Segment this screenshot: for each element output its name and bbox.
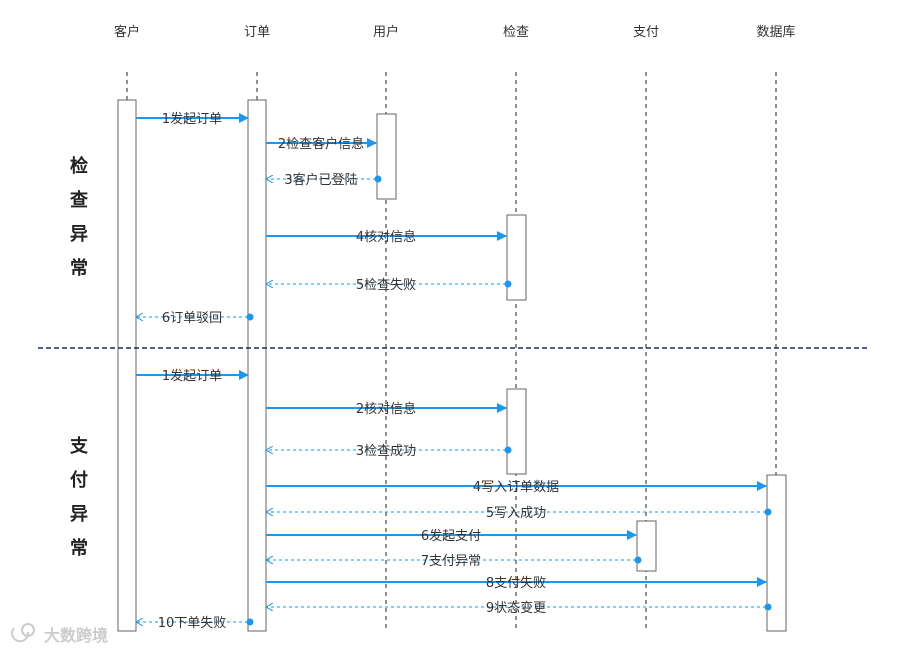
message-label: 1发起订单 <box>162 368 222 384</box>
activation-order <box>247 99 267 632</box>
section-label-check-exception: 检 查 异 常 <box>70 155 88 279</box>
section-char: 付 <box>70 469 88 491</box>
message-1: 1发起订单 <box>136 111 249 127</box>
message-6: 6订单驳回 <box>136 311 254 326</box>
message-label: 9状态变更 <box>486 600 546 616</box>
message-label: 6订单驳回 <box>162 311 222 326</box>
message-start-dot <box>504 446 512 454</box>
message-16: 10下单失败 <box>136 616 254 631</box>
message-label: 4核对信息 <box>356 229 416 245</box>
message-3: 3客户已登陆 <box>266 172 382 188</box>
message-label: 3客户已登陆 <box>284 172 357 188</box>
message-13: 7支付异常 <box>266 554 642 569</box>
watermark-logo-icon <box>11 623 36 643</box>
section-label-payment-exception: 支 付 异 常 <box>69 435 89 559</box>
message-12: 6发起支付 <box>266 528 637 544</box>
participant-check: 检查 <box>503 25 529 40</box>
message-10: 4写入订单数据 <box>266 480 767 495</box>
message-14: 8支付失败 <box>266 576 767 591</box>
message-start-dot <box>764 508 772 516</box>
participant-customer: 客户 <box>114 24 140 40</box>
message-label: 2核对信息 <box>356 401 416 417</box>
message-label: 10下单失败 <box>158 616 227 631</box>
message-5: 5检查失败 <box>266 278 512 293</box>
section-char: 查 <box>70 189 88 211</box>
activation-database <box>766 474 787 632</box>
section-char: 常 <box>70 257 88 279</box>
section-char: 支 <box>69 435 89 457</box>
section-char: 检 <box>70 155 88 177</box>
participant-database: 数据库 <box>756 24 795 40</box>
message-4: 4核对信息 <box>266 229 507 245</box>
section-char: 异 <box>70 504 88 525</box>
message-15: 9状态变更 <box>266 600 772 616</box>
activation-customer <box>117 99 137 632</box>
activation-user <box>376 113 397 200</box>
message-label: 1发起订单 <box>162 111 222 127</box>
message-label: 6发起支付 <box>421 528 481 544</box>
section-char: 异 <box>70 224 88 245</box>
message-label: 4写入订单数据 <box>473 480 559 495</box>
activation-boxes <box>117 99 787 632</box>
activation-check-1 <box>506 214 527 301</box>
message-start-dot <box>374 175 382 183</box>
message-11: 5写入成功 <box>266 506 772 521</box>
message-start-dot <box>634 556 642 564</box>
message-7: 1发起订单 <box>136 368 249 384</box>
activation-payment <box>636 520 657 572</box>
message-label: 8支付失败 <box>486 576 546 591</box>
message-label: 5写入成功 <box>486 506 546 521</box>
section-char: 常 <box>70 537 88 559</box>
message-label: 7支付异常 <box>421 554 481 569</box>
participant-user: 用户 <box>373 24 399 40</box>
watermark: 大数跨境 <box>11 623 108 645</box>
message-label: 5检查失败 <box>356 278 416 293</box>
message-label: 3检查成功 <box>356 444 416 459</box>
message-start-dot <box>764 603 772 611</box>
message-label: 2检查客户信息 <box>278 136 364 152</box>
message-start-dot <box>246 313 254 321</box>
participant-payment: 支付 <box>633 25 659 40</box>
message-start-dot <box>246 618 254 626</box>
watermark-text: 大数跨境 <box>44 626 108 645</box>
activation-check-2 <box>506 388 527 475</box>
lifelines <box>126 72 777 632</box>
participant-order: 订单 <box>244 25 270 40</box>
message-8: 2核对信息 <box>266 401 507 417</box>
messages: 1发起订单 2检查客户信息 3客户已登陆 4核对信息 5检查失败 6订单驳回 1发起订单 2核… <box>136 111 772 631</box>
participant-headers: 客户 订单 用户 检查 支付 数据库 <box>114 24 796 40</box>
message-start-dot <box>504 280 512 288</box>
message-9: 3检查成功 <box>266 444 512 459</box>
message-2: 2检查客户信息 <box>266 136 377 152</box>
